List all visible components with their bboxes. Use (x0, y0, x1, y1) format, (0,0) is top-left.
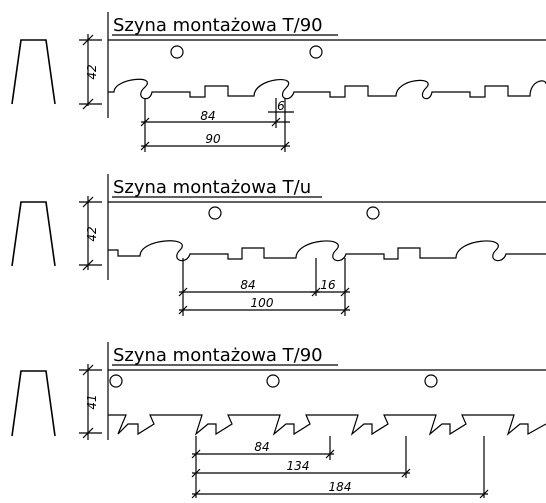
section-1: 42 Szyna montażowa T/90 84 90 6 (11, 12, 546, 152)
rail-profile-2 (11, 201, 56, 267)
slot-profile-1 (108, 78, 546, 100)
mounting-hole (170, 45, 184, 59)
rail-profile-1 (11, 39, 56, 105)
dim-label-134: 134 (287, 459, 310, 473)
mounting-hole (208, 206, 222, 220)
rail-profile-3 (11, 370, 56, 437)
dim-label-100: 100 (251, 296, 274, 310)
mounting-hole (109, 374, 123, 388)
mounting-hole (309, 45, 323, 59)
section-title-1: Szyna montażowa T/90 (113, 15, 323, 36)
mounting-hole (366, 206, 380, 220)
dim-label-6: 6 (277, 99, 285, 113)
section-3: 41 Szyna montażowa T/90 84 134 184 (11, 342, 546, 499)
dim-label-84: 84 (200, 109, 215, 123)
height-label-1: 42 (85, 64, 99, 79)
height-label-2: 42 (85, 226, 99, 241)
slot-profile-3 (108, 414, 546, 436)
mounting-hole (266, 374, 280, 388)
mounting-hole (424, 374, 438, 388)
section-2: 42 Szyna montażowa T/u 84 100 16 (11, 174, 546, 316)
section-title-3: Szyna montażowa T/90 (113, 345, 323, 366)
dim-label-84: 84 (240, 278, 255, 292)
section-title-2: Szyna montażowa T/u (113, 177, 311, 198)
dim-label-84: 84 (254, 440, 269, 454)
dim-label-16: 16 (320, 278, 336, 292)
dim-label-184: 184 (329, 480, 352, 494)
slot-profile-2 (108, 240, 546, 262)
height-label-3: 41 (85, 394, 99, 409)
dim-label-90: 90 (205, 132, 221, 146)
